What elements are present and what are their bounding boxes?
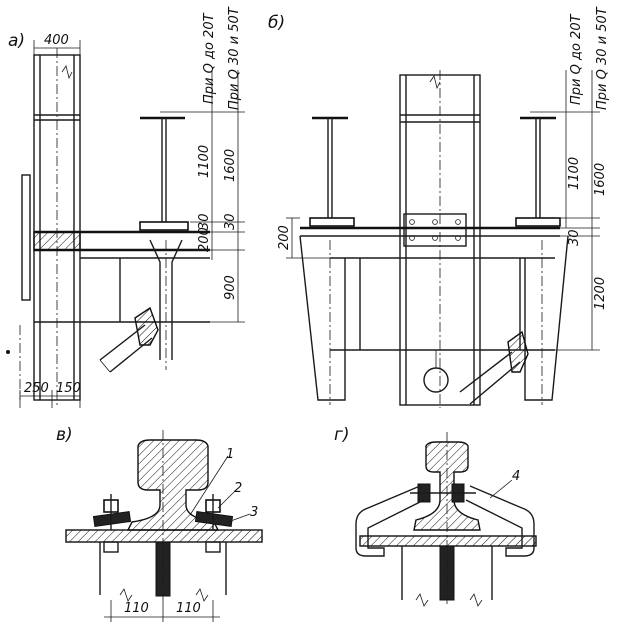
- dim-b-200: 200: [277, 225, 292, 250]
- panel-b-drawing: [286, 70, 600, 408]
- dim-b-1200: 1200: [593, 277, 608, 310]
- callout-1: 1: [226, 447, 234, 462]
- dim-v-110-right: 110: [176, 601, 201, 616]
- header-q20-a: При Q до 20Т: [202, 12, 217, 104]
- header-q30-b: При Q 30 и 50Т: [595, 6, 610, 110]
- dim-b-1100: 1100: [567, 157, 582, 190]
- panel-v-drawing: [65, 430, 263, 622]
- dim-a-250: 250: [24, 381, 49, 396]
- dim-a-400: 400: [44, 33, 69, 48]
- dim-a-1100: 1100: [197, 145, 212, 178]
- panel-label-b: б): [268, 13, 285, 33]
- dim-a-150: 150: [56, 381, 81, 396]
- callout-3: 3: [250, 505, 258, 520]
- panel-a-drawing: [6, 40, 245, 408]
- panel-label-a: а): [8, 31, 25, 51]
- header-q20-b: При Q до 20Т: [569, 13, 584, 105]
- dim-a-30-right: 30: [223, 213, 238, 230]
- panel-label-g: г): [334, 425, 350, 445]
- dim-v-110-left: 110: [124, 601, 149, 616]
- panel-label-v: в): [56, 425, 73, 445]
- dim-b-1600: 1600: [593, 163, 608, 196]
- dim-a-30-left: 30: [197, 213, 212, 230]
- header-q30-a: При Q 30 и 50Т: [227, 6, 242, 110]
- panel-g-drawing: [355, 432, 537, 607]
- dim-a-1600: 1600: [223, 149, 238, 182]
- dim-a-200: 200: [197, 227, 212, 252]
- dim-b-30: 30: [567, 229, 582, 246]
- callout-4: 4: [512, 469, 520, 484]
- dim-a-900: 900: [223, 275, 238, 300]
- callout-2: 2: [234, 481, 242, 496]
